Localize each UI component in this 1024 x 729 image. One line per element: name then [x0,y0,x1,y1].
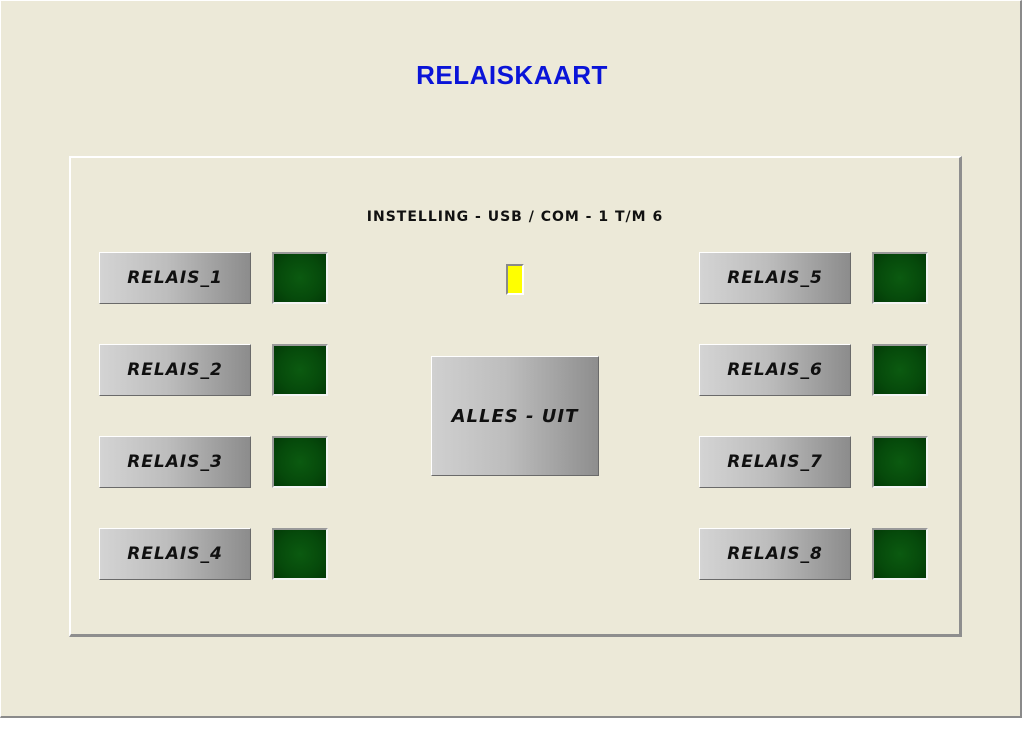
connection-indicator [506,264,524,295]
relay-2-button[interactable]: RELAIS_2 [99,344,251,396]
relay-3-button[interactable]: RELAIS_3 [99,436,251,488]
relay-8-status-led [872,528,928,580]
relay-7-status-led [872,436,928,488]
relay-1-button[interactable]: RELAIS_1 [99,252,251,304]
relay-1-status-led [272,252,328,304]
page-title: RELAISKAART [416,60,608,90]
all-off-button[interactable]: ALLES - UIT [431,356,599,476]
relay-8-button[interactable]: RELAIS_8 [699,528,851,580]
relay-6-button[interactable]: RELAIS_6 [699,344,851,396]
relay-2-status-led [272,344,328,396]
relay-7-button[interactable]: RELAIS_7 [699,436,851,488]
relay-4-status-led [272,528,328,580]
relay-5-status-led [872,252,928,304]
connection-setting-label: INSTELLING - USB / COM - 1 T/M 6 [366,209,664,225]
relay-5-button[interactable]: RELAIS_5 [699,252,851,304]
relay-3-status-led [272,436,328,488]
relay-4-button[interactable]: RELAIS_4 [99,528,251,580]
relay-6-status-led [872,344,928,396]
